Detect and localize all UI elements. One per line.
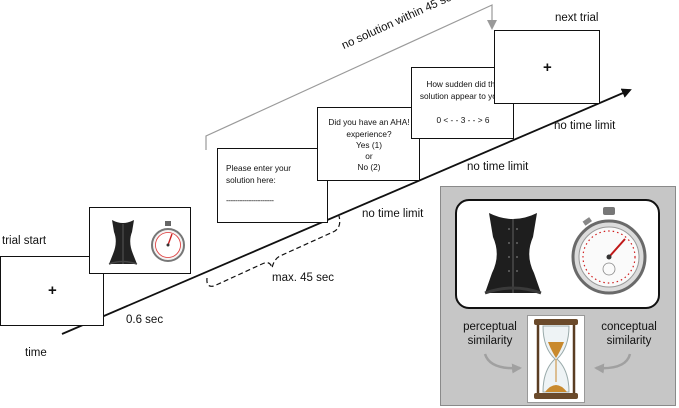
corset-icon bbox=[108, 220, 138, 265]
hourglass-icon bbox=[534, 319, 578, 399]
stopwatch-large-icon bbox=[571, 207, 647, 295]
conceptual-arrow bbox=[593, 353, 631, 374]
aha-yes-option: Yes (1) bbox=[356, 140, 382, 150]
hourglass-card bbox=[527, 315, 585, 403]
suddenness-scale: 0 < - - 3 - - > 6 bbox=[436, 115, 490, 125]
no-solution-skip-arrow bbox=[205, 4, 497, 150]
fixation-duration-label: 0.6 sec bbox=[126, 314, 164, 326]
aha-question: Did you have an AHA! experience? bbox=[328, 117, 410, 139]
fixation-screen: + bbox=[0, 256, 104, 326]
perceptual-similarity-label: perceptual similarity bbox=[463, 321, 517, 347]
next-fixation-cross: + bbox=[543, 59, 552, 76]
suddenness-question: How sudden did the solution appear to yo… bbox=[419, 79, 507, 101]
stimulus-pair-card bbox=[455, 199, 660, 309]
conceptual-similarity-label: conceptual similarity bbox=[601, 321, 657, 347]
max-45-sec-label: max. 45 sec bbox=[272, 272, 334, 284]
next-trial-screen: + bbox=[494, 30, 600, 104]
solution-prompt: Please enter your solution here: bbox=[226, 163, 292, 185]
aha-or: or bbox=[365, 151, 373, 161]
fixation-cross: + bbox=[48, 282, 57, 299]
perceptual-arrow bbox=[483, 353, 522, 374]
no-time-limit-label-1: no time limit bbox=[362, 208, 424, 220]
max-45-sec-brace bbox=[206, 215, 341, 287]
trial-start-label: trial start bbox=[2, 235, 47, 247]
solution-entry-screen: Please enter your solution here: -------… bbox=[217, 148, 328, 223]
time-axis-label: time bbox=[25, 347, 47, 359]
no-time-limit-label-3: no time limit bbox=[554, 120, 616, 132]
similarity-inset-panel: perceptual similarity conceptual similar… bbox=[440, 186, 676, 406]
no-time-limit-label-2: no time limit bbox=[467, 161, 529, 173]
corset-large-icon bbox=[484, 213, 542, 295]
next-trial-label: next trial bbox=[555, 12, 599, 24]
solution-blank: --------------------- bbox=[226, 195, 274, 205]
aha-no-option: No (2) bbox=[357, 162, 381, 172]
stimulus-pair-screen bbox=[89, 207, 191, 274]
time-axis-arrow bbox=[61, 88, 632, 335]
aha-question-screen: Did you have an AHA! experience? Yes (1)… bbox=[317, 107, 420, 181]
stopwatch-icon bbox=[151, 221, 185, 262]
